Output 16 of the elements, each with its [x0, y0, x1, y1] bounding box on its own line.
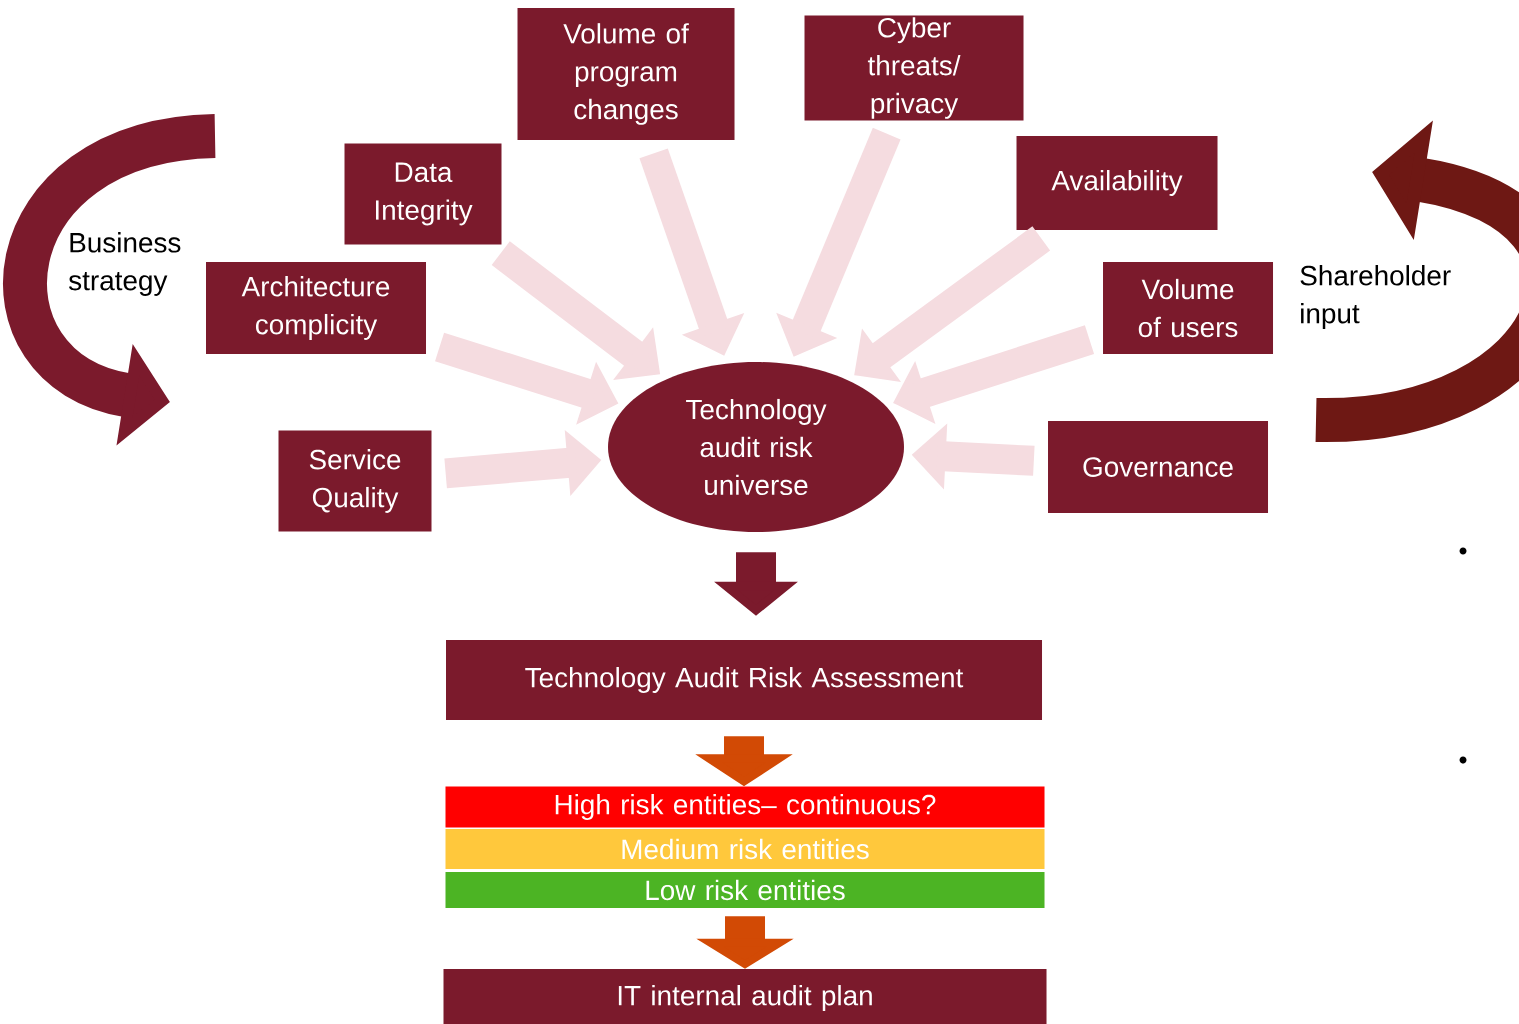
audit-plan-box: IT internal audit plan	[443, 969, 1047, 1024]
factor-box: Cyber threats/ privacy	[804, 15, 1024, 121]
risk-tier-bar: Medium risk entities	[445, 829, 1045, 869]
factor-box: Data Integrity	[344, 143, 502, 245]
factor-box: Volume of program changes	[517, 8, 735, 140]
block-arrow	[854, 226, 1051, 382]
factor-box: Service Quality	[278, 430, 432, 532]
risk-tier-bar: Low risk entities	[445, 872, 1045, 908]
assessment-box: Technology Audit Risk Assessment	[446, 640, 1042, 720]
side-label: Business strategy	[69, 232, 181, 296]
risk-tier-bar: High risk entities– continuous?	[445, 786, 1045, 828]
factor-box: Architecture complicity	[206, 262, 426, 354]
side-label: Shareholder input	[1300, 265, 1451, 329]
factor-box: Availability	[1016, 136, 1218, 230]
factor-box: Volume of users	[1103, 262, 1273, 354]
factor-box: Governance	[1048, 421, 1268, 513]
